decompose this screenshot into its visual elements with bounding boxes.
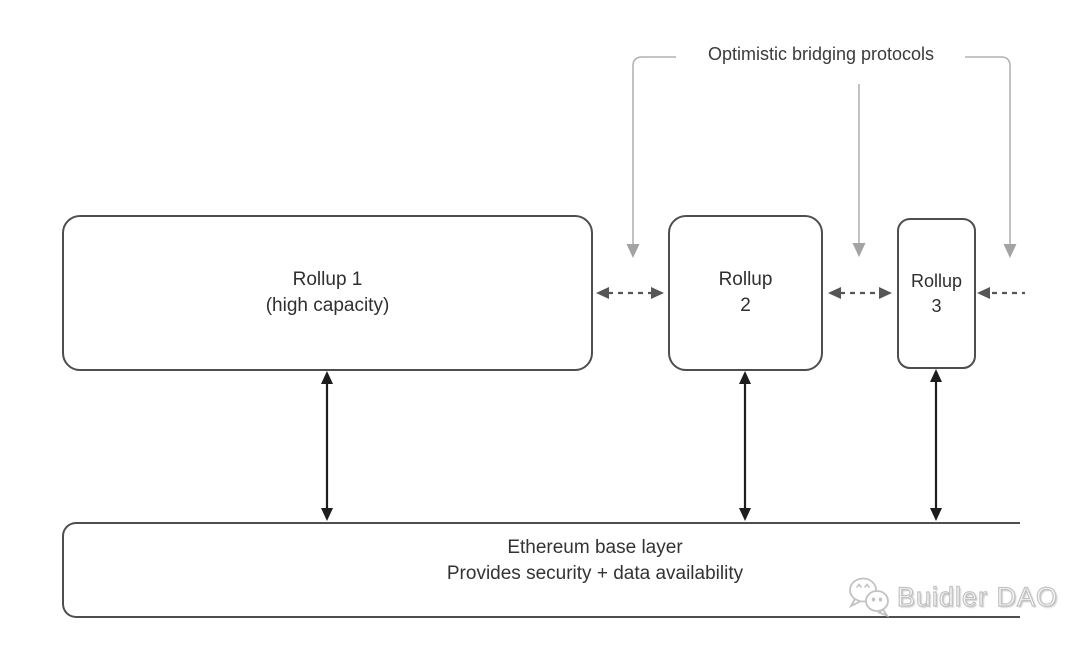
gray-down-arrowhead bbox=[852, 243, 866, 257]
rollup-2-number: 2 bbox=[740, 295, 751, 316]
bracket-left-line bbox=[632, 56, 676, 245]
ethereum-base-layer-text: Ethereum base layer Provides security + … bbox=[330, 535, 860, 587]
rollup-1-box: Rollup 1 (high capacity) bbox=[62, 215, 593, 371]
vertical-arrows bbox=[325, 380, 938, 510]
gray-down-arrowhead bbox=[626, 244, 640, 258]
rollup-1-title: Rollup 1 bbox=[292, 269, 363, 290]
rollup-1-subtitle: (high capacity) bbox=[265, 295, 390, 316]
watermark-text: Buidler DAO bbox=[896, 581, 1059, 612]
base-layer-subtitle: Provides security + data availability bbox=[446, 563, 744, 584]
wechat-icon bbox=[848, 577, 890, 618]
rollup-2-box: Rollup 2 bbox=[668, 215, 823, 371]
base-layer-title: Ethereum base layer bbox=[507, 537, 683, 558]
rollup-3-title: Rollup bbox=[910, 270, 963, 291]
bridging-protocols-label: Optimistic bridging protocols bbox=[707, 44, 935, 64]
watermark: Buidler DAO bbox=[846, 576, 1058, 618]
rollup-3-number: 3 bbox=[931, 295, 942, 316]
bracket-right-line bbox=[965, 56, 1011, 245]
gray-down-arrowhead bbox=[1003, 244, 1017, 258]
rollup-3-box: Rollup 3 bbox=[897, 218, 976, 369]
vertical-arrowheads bbox=[321, 369, 942, 521]
rollup-2-title: Rollup bbox=[718, 269, 773, 290]
